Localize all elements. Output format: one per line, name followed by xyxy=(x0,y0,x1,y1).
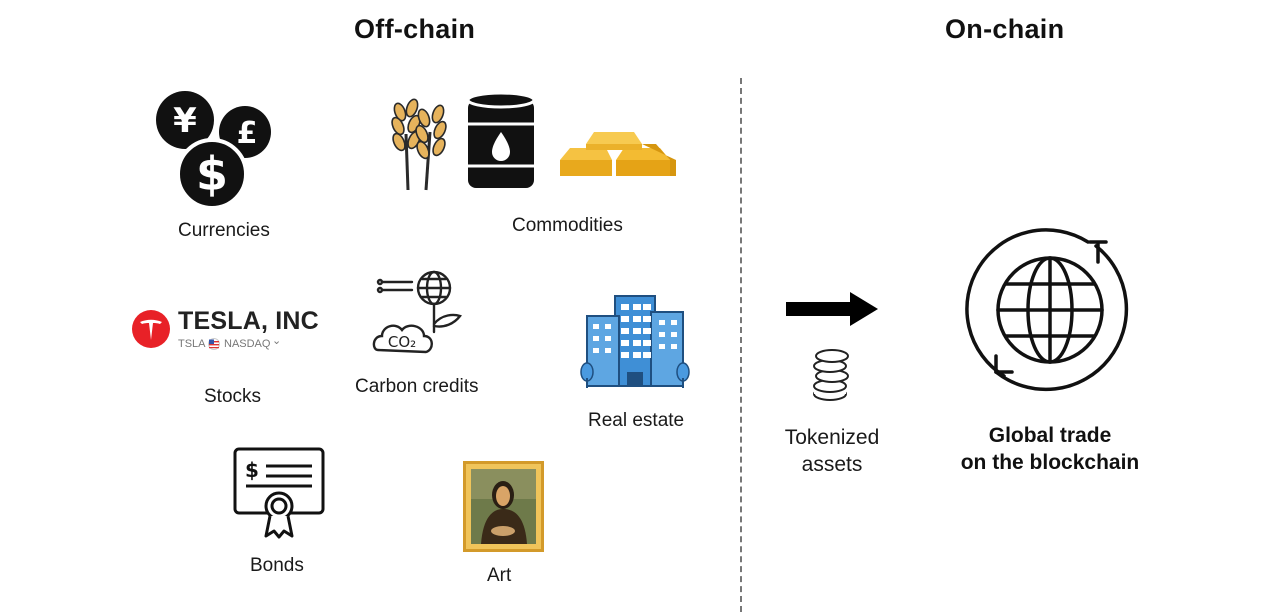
carbon-credit-icon: CO₂ xyxy=(372,270,462,354)
commodities-label: Commodities xyxy=(512,215,623,236)
global-line2: on the blockchain xyxy=(960,451,1140,474)
tokenized-assets-label: Tokenized assets xyxy=(770,424,894,478)
yen-symbol: ¥ xyxy=(173,101,197,141)
carbon-credits-label: Carbon credits xyxy=(355,376,479,397)
oil-barrel-icon xyxy=(466,91,536,188)
dollar-symbol: $ xyxy=(196,147,228,201)
stocks-label: Stocks xyxy=(204,386,262,407)
bonds-label: Bonds xyxy=(250,555,304,576)
building-icon xyxy=(580,295,690,388)
tokenized-line1: Tokenized xyxy=(784,426,880,449)
tesla-name: TESLA, INC xyxy=(178,307,319,335)
bond-dollar-symbol: $ xyxy=(245,458,259,482)
coin-stack-icon xyxy=(813,349,849,401)
tokenized-line2: assets xyxy=(801,453,863,476)
tesla-ticker: TSLA xyxy=(178,338,206,350)
arrow-right-icon xyxy=(786,292,878,326)
us-flag-icon xyxy=(208,338,220,350)
real-estate-label: Real estate xyxy=(588,410,685,431)
global-line1: Global trade xyxy=(988,424,1112,447)
bond-certificate-icon: $ xyxy=(233,447,325,539)
currency-coins-icon: ¥ £ $ xyxy=(156,91,271,210)
tesla-exchange: NASDAQ xyxy=(224,338,271,350)
wheat-icon xyxy=(391,98,447,191)
on-chain-heading: On-chain xyxy=(945,14,1065,44)
currencies-label: Currencies xyxy=(178,220,270,241)
off-chain-heading: Off-chain xyxy=(354,14,476,44)
globe-cycle-icon xyxy=(965,228,1129,392)
global-trade-label: Global trade on the blockchain xyxy=(930,422,1170,476)
pound-symbol: £ xyxy=(237,116,258,151)
co2-text: CO₂ xyxy=(388,333,416,351)
tesla-exchange-caret: ⌄ xyxy=(272,335,282,347)
art-label: Art xyxy=(487,565,512,586)
chain-divider xyxy=(740,78,742,612)
gold-bars-icon xyxy=(560,132,676,176)
mona-lisa-painting-icon xyxy=(463,461,544,552)
tesla-logo-icon xyxy=(132,310,170,348)
